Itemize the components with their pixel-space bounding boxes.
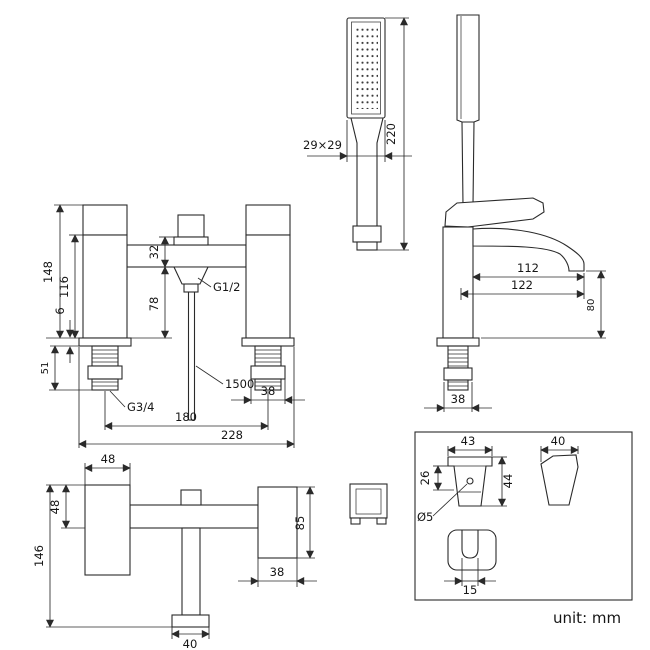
handshower-front-view (346, 17, 386, 251)
dim-48-top-label: 48 (101, 452, 116, 466)
handshower-side-view (456, 14, 480, 206)
dim-78-label: 78 (147, 297, 161, 312)
dim-6-label: 6 (53, 307, 67, 314)
thread-g34-label: G3/4 (127, 400, 154, 414)
dim-85-label: 85 (293, 516, 307, 531)
dim-112-label: 112 (517, 261, 539, 275)
tap-side-view (436, 197, 585, 391)
dim-51-label: 51 (40, 362, 51, 375)
dim-32-label: 32 (147, 245, 161, 260)
dim-43-label: 43 (461, 434, 476, 448)
unit-label: unit: mm (553, 609, 621, 627)
dim-220-label: 220 (384, 123, 398, 145)
thread-g12-label: G1/2 (213, 280, 240, 294)
dim-40-bracket-label: 40 (551, 434, 566, 448)
dim-15-label: 15 (463, 583, 478, 597)
dim-228-label: 228 (221, 428, 243, 442)
tap-side-dimensions: 112 122 80 38 (424, 250, 606, 412)
mixer-front-dimensions: 148 116 6 51 32 78 G1/2 1500 G3/4 38 180 (40, 204, 305, 448)
dim-38-rear-label: 38 (270, 565, 285, 579)
dim-44-label: 44 (501, 474, 515, 489)
dim-38-side-label: 38 (451, 392, 466, 406)
dim-116-label: 116 (57, 276, 71, 298)
bracket-detail-panel: 43 40 26 44 Ø5 15 (414, 431, 633, 601)
wall-clip-front-view (349, 483, 388, 525)
mixer-rear-dimensions: 48 48 146 85 38 40 (32, 452, 317, 650)
dim-80-label: 80 (586, 299, 597, 312)
dim-148-label: 148 (41, 261, 55, 283)
dim-29x29-label: 29×29 (303, 138, 342, 152)
mixer-front-view (78, 204, 295, 421)
dim-122-label: 122 (511, 278, 533, 292)
mixer-rear-view (84, 484, 298, 628)
dim-hole-label: Ø5 (417, 510, 433, 524)
hose-length-label: 1500 (225, 377, 254, 391)
handshower-dimensions: 220 29×29 (303, 17, 412, 251)
dim-40-rear-label: 40 (183, 637, 198, 650)
dim-180-label: 180 (175, 410, 197, 424)
dim-26-label: 26 (418, 471, 432, 486)
dim-146-label: 146 (32, 545, 46, 567)
